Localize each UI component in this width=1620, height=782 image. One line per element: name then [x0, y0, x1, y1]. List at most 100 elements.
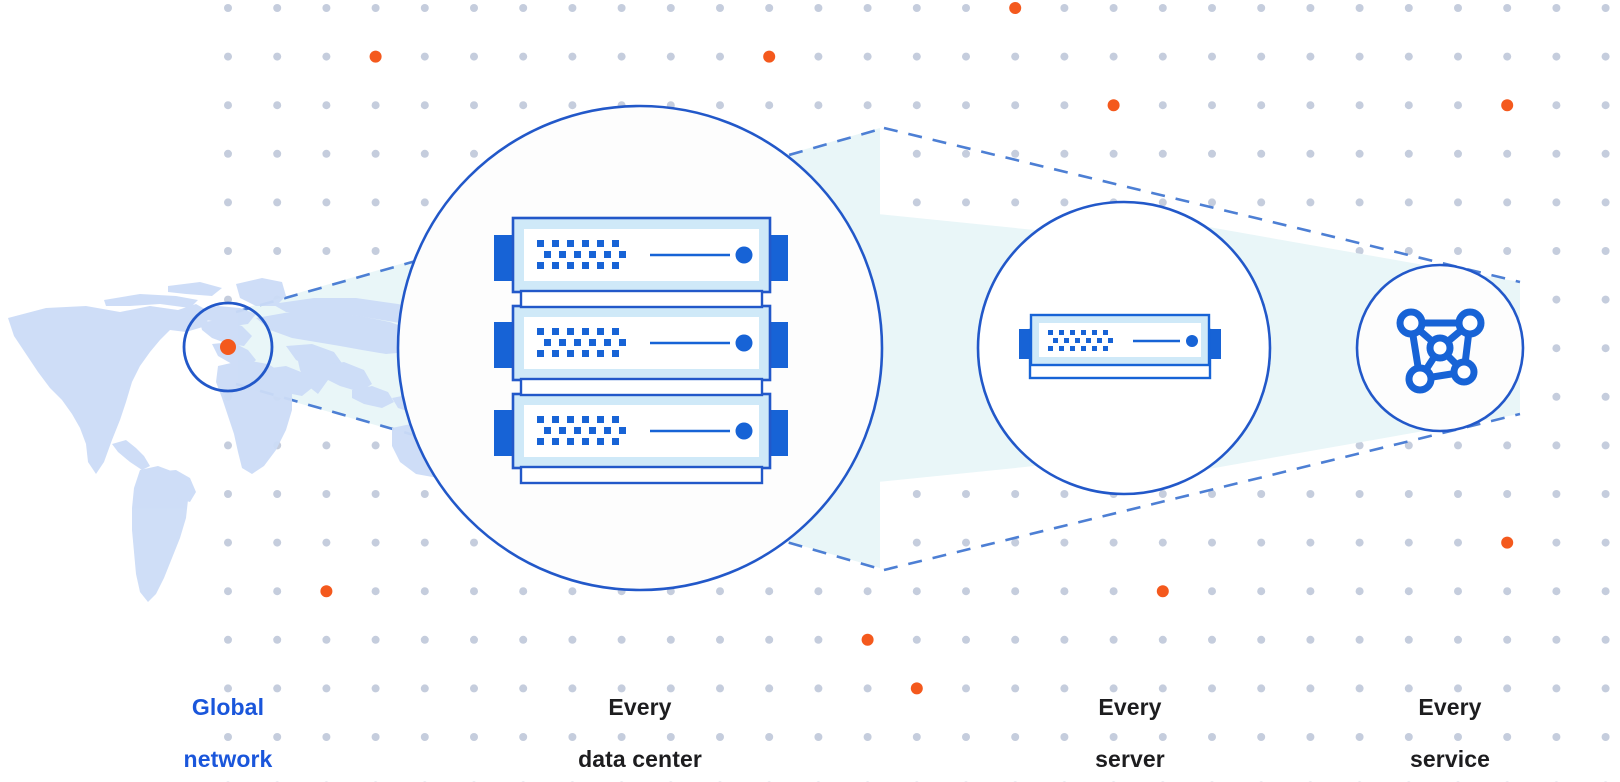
- grid-dot: [224, 538, 232, 547]
- grid-dot: [1454, 101, 1462, 110]
- grid-dot: [1404, 490, 1413, 498]
- grid-dot: [1208, 101, 1216, 110]
- grid-dot: [716, 587, 724, 596]
- grid-dot: [1257, 587, 1266, 596]
- grid-dot: [371, 538, 380, 547]
- grid-dot: [1503, 733, 1512, 741]
- grid-dot: [1355, 4, 1364, 12]
- grid-dot: [1306, 587, 1315, 596]
- dashed-connector-bottom-2: [883, 412, 1521, 572]
- grid-dot: [1454, 149, 1462, 158]
- grid-dot: [1355, 538, 1364, 547]
- grid-dot: [568, 4, 577, 12]
- grid-dot: [1454, 733, 1462, 741]
- grid-dot: [1454, 490, 1462, 498]
- grid-dot: [1503, 149, 1512, 158]
- grid-dot: [1404, 684, 1413, 693]
- grid-dot: [716, 4, 724, 12]
- caption-every-service-line1: Every: [1418, 694, 1482, 720]
- grid-dot: [1060, 101, 1069, 110]
- grid-dot: [371, 490, 380, 498]
- grid-dot: [519, 52, 528, 61]
- grid-dot-highlight: [1501, 536, 1514, 549]
- grid-dot: [420, 198, 429, 207]
- grid-dot: [1306, 684, 1315, 693]
- grid-dot: [1060, 684, 1069, 693]
- grid-dot: [617, 684, 626, 693]
- grid-dot: [1109, 635, 1118, 644]
- grid-dot: [814, 733, 823, 741]
- grid-dot: [1158, 684, 1167, 693]
- grid-dot: [912, 101, 921, 110]
- global-network-circle: [182, 301, 274, 393]
- grid-dot: [1552, 101, 1561, 110]
- grid-dot: [1208, 733, 1216, 741]
- grid-dot: [224, 684, 232, 693]
- caption-global-network-line2: network: [183, 746, 273, 772]
- grid-dot: [1306, 733, 1315, 741]
- grid-dot: [1552, 295, 1561, 304]
- grid-dot: [1404, 441, 1413, 450]
- global-network-marker-dot: [220, 339, 236, 355]
- grid-dot: [1208, 635, 1216, 644]
- grid-dot: [1158, 538, 1167, 547]
- grid-dot: [1601, 4, 1610, 12]
- grid-dot: [765, 635, 774, 644]
- grid-dot: [1306, 101, 1315, 110]
- grid-dot: [273, 101, 282, 110]
- grid-dot-highlight: [1107, 99, 1120, 112]
- grid-dot: [1601, 198, 1610, 207]
- grid-dot: [519, 635, 528, 644]
- grid-dot: [1454, 684, 1462, 693]
- grid-dot: [666, 4, 675, 12]
- grid-dot: [1601, 392, 1610, 401]
- grid-dot: [224, 635, 232, 644]
- grid-dot: [716, 52, 724, 61]
- grid-dot: [420, 101, 429, 110]
- grid-dot: [1404, 149, 1413, 158]
- grid-dot: [1257, 490, 1266, 498]
- grid-dot: [1355, 247, 1364, 255]
- caption-every-data-center-line1: Every: [608, 694, 672, 720]
- grid-dot: [962, 490, 970, 498]
- grid-dot: [863, 587, 872, 596]
- grid-dot: [470, 4, 478, 12]
- grid-dot: [962, 587, 970, 596]
- grid-dot: [519, 587, 528, 596]
- grid-dot: [1109, 684, 1118, 693]
- grid-dot: [912, 198, 921, 207]
- network-graph-icon: [1396, 308, 1485, 394]
- grid-dot: [1158, 4, 1167, 12]
- grid-dot: [1601, 587, 1610, 596]
- grid-dot: [962, 4, 970, 12]
- grid-dot: [1454, 4, 1462, 12]
- grid-dot: [420, 587, 429, 596]
- grid-dot: [1109, 4, 1118, 12]
- grid-dot: [1404, 101, 1413, 110]
- grid-dot: [814, 52, 823, 61]
- grid-dot: [420, 684, 429, 693]
- grid-dot: [1011, 490, 1020, 498]
- grid-dot: [224, 52, 232, 61]
- grid-dot: [224, 490, 232, 498]
- grid-dot: [1257, 52, 1266, 61]
- grid-dot: [1158, 733, 1167, 741]
- grid-dot: [224, 198, 232, 207]
- grid-dot: [617, 52, 626, 61]
- grid-dot: [1601, 247, 1610, 255]
- grid-dot: [912, 587, 921, 596]
- grid-dot: [1552, 344, 1561, 353]
- grid-dot: [322, 538, 331, 547]
- server-unit-3: [494, 392, 788, 470]
- grid-dot: [666, 684, 675, 693]
- caption-every-service-line2: service: [1410, 746, 1490, 772]
- grid-dot: [1552, 247, 1561, 255]
- grid-dot: [1109, 52, 1118, 61]
- grid-dot: [224, 587, 232, 596]
- network-node-top-right: [1455, 308, 1485, 338]
- grid-dot: [1552, 198, 1561, 207]
- grid-dot: [617, 4, 626, 12]
- grid-dot: [1158, 198, 1167, 207]
